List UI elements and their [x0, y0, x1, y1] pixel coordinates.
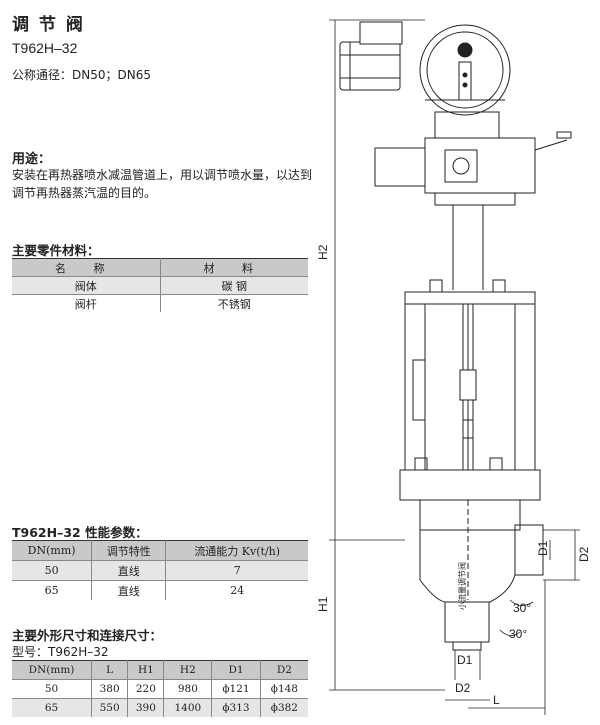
cell: 50 — [12, 560, 93, 581]
col-l: L — [91, 660, 129, 680]
d1-side-label: D1 — [536, 540, 550, 556]
col-d2: D2 — [260, 660, 308, 680]
table-row: 65 550 390 1400 ϕ313 ϕ382 — [12, 698, 308, 717]
cell: 65 — [12, 698, 93, 717]
col-kv: 流通能力 Kv(t/h) — [165, 540, 308, 561]
col-name: 名 称 — [12, 258, 161, 277]
cell: 碳 钢 — [160, 276, 308, 295]
materials-table: 名 称 材 料 阀体 碳 钢 阀杆 不锈钢 — [12, 258, 308, 312]
cell: 50 — [12, 679, 93, 699]
table-row: 阀杆 不锈钢 — [12, 294, 308, 312]
usage-heading: 用途： — [12, 152, 52, 167]
cell: ϕ148 — [260, 679, 308, 699]
cell: 24 — [165, 580, 308, 600]
performance-table: DN(mm) 调节特性 流通能力 Kv(t/h) 50 直线 7 65 直线 2… — [12, 540, 308, 600]
dimensions-table: DN(mm) L H1 H2 D1 D2 50 380 220 980 ϕ121… — [12, 660, 308, 717]
table-row: 50 380 220 980 ϕ121 ϕ148 — [12, 679, 308, 699]
cell: ϕ382 — [260, 698, 308, 717]
page-title: 调 节 阀 — [12, 15, 85, 35]
cell: 直线 — [91, 580, 167, 600]
angle-label-a: 30° — [513, 601, 531, 615]
col-material: 材 料 — [160, 258, 308, 277]
table-header-row: DN(mm) 调节特性 流通能力 Kv(t/h) — [12, 540, 308, 561]
table-header-row: 名 称 材 料 — [12, 258, 308, 277]
d2-bottom-label: D2 — [455, 681, 471, 695]
col-h2: H2 — [163, 660, 213, 680]
gearbox — [374, 111, 572, 206]
cell: 不锈钢 — [160, 294, 308, 312]
cell: 380 — [91, 679, 129, 699]
materials-heading: 主要零件材料： — [12, 243, 100, 258]
cell: 7 — [165, 560, 308, 581]
col-h1: H1 — [127, 660, 165, 680]
angle-label-b: 30° — [509, 627, 527, 641]
cell: ϕ313 — [211, 698, 261, 717]
cell: ϕ121 — [211, 679, 261, 699]
dimension-lines — [329, 19, 580, 715]
valve-body — [399, 457, 544, 651]
cell: 390 — [127, 698, 165, 717]
nominal-diameter: 公称通径：DN50；DN65 — [12, 68, 151, 82]
l-label: L — [493, 693, 500, 707]
table-row: 65 直线 24 — [12, 580, 308, 600]
model-number: T962H–32 — [12, 40, 78, 56]
cell: 阀体 — [12, 276, 161, 295]
col-characteristic: 调节特性 — [91, 540, 167, 561]
usage-text: 安装在再热器喷水减温管道上，用以调节喷水量，以达到调节再热器蒸汽温的目的。 — [12, 168, 313, 200]
dimensions-heading: 主要外形尺寸和连接尺寸： — [12, 628, 163, 643]
table-row: 50 直线 7 — [12, 560, 308, 581]
dimensions-model: 型号：T962H–32 — [12, 645, 109, 659]
cell: 65 — [12, 580, 93, 600]
body-mark-text: 小流量调节阀 — [457, 562, 467, 610]
motor-block — [339, 21, 403, 91]
valve-drawing: H2 H1 D1 D2 D1 D2 L 30° 30° 小流量调节阀 — [316, 19, 591, 715]
d1-bottom-label: D1 — [457, 653, 473, 667]
table-header-row: DN(mm) L H1 H2 D1 D2 — [12, 660, 308, 680]
cell: 980 — [163, 679, 213, 699]
cell: 直线 — [91, 560, 167, 581]
d2-side-label: D2 — [577, 546, 591, 562]
col-dn: DN(mm) — [12, 540, 93, 561]
yoke — [404, 205, 536, 475]
cell: 阀杆 — [12, 294, 161, 312]
cell: 550 — [91, 698, 129, 717]
col-dn: DN(mm) — [12, 660, 93, 680]
actuator-housing — [419, 24, 511, 116]
h1-label: H1 — [316, 596, 330, 612]
col-d1: D1 — [211, 660, 261, 680]
table-row: 阀体 碳 钢 — [12, 276, 308, 295]
cell: 220 — [127, 679, 165, 699]
h2-label: H2 — [316, 244, 330, 260]
performance-heading: T962H–32 性能参数： — [12, 525, 148, 540]
cell: 1400 — [163, 698, 213, 717]
